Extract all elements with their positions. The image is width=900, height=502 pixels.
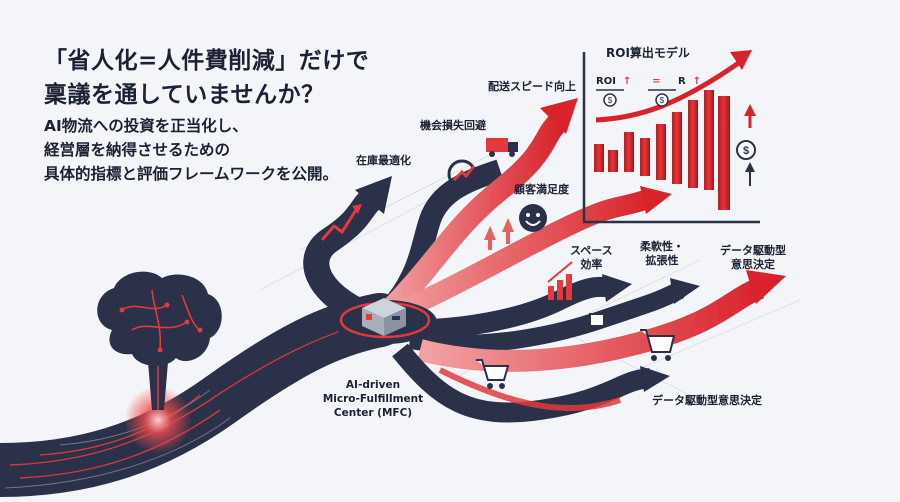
branch-space [399, 276, 616, 340]
dollar-icon: $ [736, 140, 756, 160]
mfc-hub-icon [333, 298, 437, 344]
label-flexibility: 柔軟性・ 拡張性 [640, 240, 684, 267]
branch-data-top [417, 277, 765, 372]
mini-bar-chart [547, 261, 573, 300]
branch-satisfaction [376, 188, 654, 330]
label-delivery: 配送スピード向上 [488, 80, 576, 93]
headline: 「省人化=人件費削減」だけで 稟議を通していませんか？ [44, 44, 369, 112]
roi-numerator-right: R [677, 76, 686, 87]
subtext: AI物流への投資を正当化し、 経営層を納得させるための 具体的指標と評価フレーム… [44, 114, 338, 186]
subtext-line-3: 具体的指標と評価フレームワークを公開。 [44, 165, 339, 183]
roi-formula: ROI ↑ = R ↑ [596, 76, 702, 87]
label-inventory: 在庫最適化 [356, 154, 411, 167]
svg-text:$: $ [608, 96, 613, 105]
mfc-line-3: Center (MFC) [333, 407, 413, 419]
brain-icon [97, 271, 222, 410]
label-satisfaction: 顧客満足度 [514, 183, 569, 196]
headline-line-1: 「省人化=人件費削減」だけで [44, 48, 370, 74]
branch-inventory [303, 190, 385, 333]
smiley-icon [519, 204, 547, 232]
branch-flexibility [408, 281, 685, 353]
mfc-line-2: Micro-Fulfillment [322, 393, 424, 405]
subtext-line-2: 経営層を納得させるための [44, 141, 231, 159]
label-opportunity: 機会損失回避 [420, 119, 486, 132]
roi-numerator-left: ROI [596, 76, 616, 87]
cart-icon [640, 329, 676, 361]
branch-data-bottom [392, 343, 652, 423]
svg-text:$: $ [743, 145, 749, 157]
svg-text:$: $ [660, 96, 665, 105]
label-space: スペース 効率 [570, 244, 613, 271]
roi-chart: $ $ $ [582, 50, 760, 224]
label-data-driven-bottom: データ駆動型意思決定 [652, 394, 762, 407]
label-data-driven-top: データ駆動型 意思決定 [720, 244, 786, 271]
mfc-label: AI-driven Micro-Fulfillment Center (MFC) [318, 378, 428, 420]
cart-icon-2 [476, 359, 510, 389]
subtext-line-1: AI物流への投資を正当化し、 [44, 117, 248, 135]
roi-title: ROI算出モデル [606, 46, 690, 60]
headline-line-2: 稟議を通していませんか？ [44, 82, 325, 108]
mfc-line-1: AI-driven [345, 379, 401, 391]
glow [124, 386, 192, 454]
branch-delivery [372, 112, 569, 328]
gauge-icon [447, 159, 477, 189]
truck-icon [486, 138, 518, 157]
roi-bars [594, 90, 730, 210]
